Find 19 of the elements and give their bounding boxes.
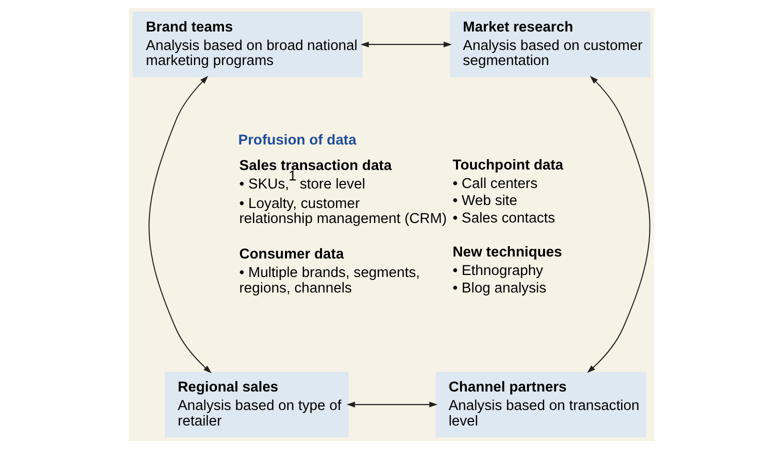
label: New techniques xyxy=(452,244,562,261)
label: Consumer data xyxy=(239,246,344,263)
arrow xyxy=(360,42,452,48)
label: Touchpoint data xyxy=(452,157,564,174)
arrow xyxy=(346,402,438,408)
node-box: Market research Analysis based on customer segmentation xyxy=(450,12,650,78)
label: • Multiple brands, segments, regions, channels xyxy=(239,265,420,296)
arrow xyxy=(587,76,650,373)
label: • Ethnography xyxy=(452,262,544,279)
node-box: Regional sales Analysis based on type of retailer xyxy=(164,372,349,438)
node-box: Channel partners Analysis based on transaction level xyxy=(436,372,646,438)
label: • Web site xyxy=(452,193,518,210)
label: Profusion of data xyxy=(238,132,356,149)
node-box: Brand teams Analysis based on broad national marketing programs xyxy=(132,12,362,78)
label: • Loyalty, customer relationship management (CRM) xyxy=(239,196,447,228)
label: • Sales contacts xyxy=(452,210,556,227)
label: • Blog analysis xyxy=(452,280,546,296)
arrow xyxy=(148,76,212,374)
label: • Call centers xyxy=(452,176,538,192)
